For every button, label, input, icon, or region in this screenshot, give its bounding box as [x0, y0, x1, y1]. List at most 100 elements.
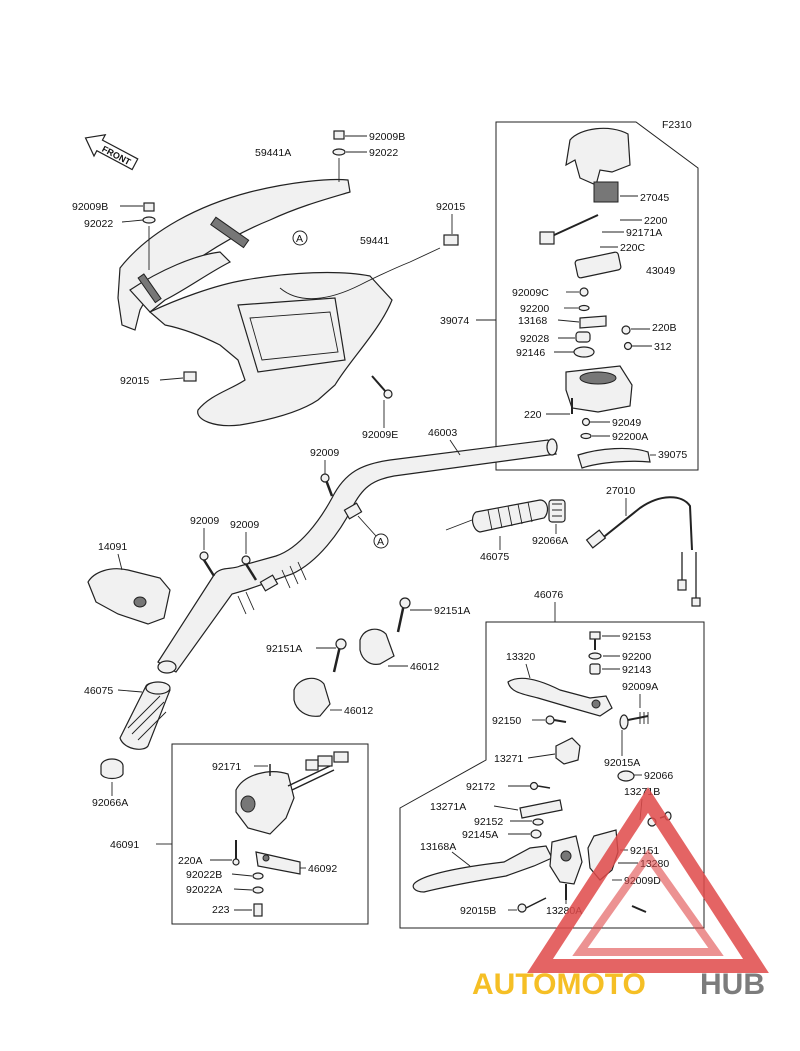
label-223: 223 [212, 904, 230, 916]
lever-13168A [412, 845, 553, 893]
label-92009E: 92009E [362, 429, 398, 441]
switch-housing-46091 [235, 751, 349, 835]
label-39075: 39075 [658, 449, 687, 461]
ref-marker-lower-label: A [377, 536, 384, 548]
washer-92022B [252, 872, 264, 880]
label-46076: 46076 [534, 589, 563, 601]
label-13320: 13320 [506, 651, 535, 663]
label-92009-c: 92009 [230, 519, 259, 531]
diagram-code: F2310 [662, 119, 692, 131]
label-220: 220 [524, 409, 542, 421]
label-92015B: 92015B [460, 905, 496, 917]
switch-13271 [555, 737, 581, 765]
label-13168: 13168 [518, 315, 547, 327]
watermark-text-accent: AUTOMOTO [472, 968, 646, 1001]
label-59441A: 59441A [255, 147, 291, 159]
label-13271A: 13271A [430, 801, 466, 813]
bolt-92150 [545, 715, 567, 725]
end-cap-92066 [617, 770, 635, 782]
label-220C: 220C [620, 242, 646, 254]
label-92151A-left: 92151A [266, 643, 302, 655]
label-92009B-left: 92009B [72, 201, 108, 213]
label-92171: 92171 [212, 761, 241, 773]
label-92152: 92152 [474, 816, 503, 828]
label-92066A-mid: 92066A [532, 535, 568, 547]
label-92049: 92049 [612, 417, 641, 429]
label-92066: 92066 [644, 770, 673, 782]
label-92151A-right: 92151A [434, 605, 470, 617]
switch-housing-27045 [565, 127, 631, 203]
label-92066A-left: 92066A [92, 797, 128, 809]
bolt-92009-b [199, 551, 216, 577]
label-92009-a: 92009 [310, 447, 339, 459]
switch-cable [539, 214, 599, 245]
throttle-cable-27010 [585, 496, 701, 607]
label-92145A: 92145A [462, 829, 498, 841]
screw-92172 [529, 781, 551, 791]
lower-cover-59441 [148, 271, 393, 427]
grip-46075-mid [445, 499, 549, 533]
label-92150: 92150 [492, 715, 521, 727]
watermark-triangle-icon [527, 787, 769, 973]
label-46003: 46003 [428, 427, 457, 439]
label-27045: 27045 [640, 192, 669, 204]
label-92009A: 92009A [622, 681, 658, 693]
label-92009B-top: 92009B [369, 131, 405, 143]
lever-holder-13280A [549, 835, 583, 900]
label-92171A: 92171A [626, 227, 662, 239]
screw-223 [253, 903, 263, 917]
assembly-box-39074 [495, 121, 699, 471]
label-46012-left: 46012 [344, 705, 373, 717]
label-92022-left: 92022 [84, 218, 113, 230]
ref-marker-upper [292, 230, 308, 246]
label-92146: 92146 [516, 347, 545, 359]
label-46091: 46091 [110, 839, 139, 851]
upper-cover-59441A [117, 178, 351, 331]
end-cap-92066A-left [100, 758, 124, 780]
label-92151: 92151 [630, 845, 659, 857]
label-27010: 27010 [606, 485, 635, 497]
label-14091: 14091 [98, 541, 127, 553]
label-92200A: 92200A [612, 431, 648, 443]
label-39074: 39074 [440, 315, 469, 327]
grip-46075-left [119, 681, 171, 750]
screw-92015B [517, 897, 647, 913]
watermark-text-dark: HUB [700, 968, 765, 1001]
adjuster-92015A [619, 712, 649, 730]
bolt-92009-a [320, 473, 334, 497]
cable-guide-39075 [577, 447, 651, 469]
label-92172: 92172 [466, 781, 495, 793]
cover-43049 [574, 251, 622, 279]
label-92015-left: 92015 [120, 375, 149, 387]
clip-92015-top [443, 234, 459, 246]
cover-14091 [87, 568, 171, 625]
label-92015A: 92015A [604, 757, 640, 769]
label-92143: 92143 [622, 664, 651, 676]
ref-marker-lower [373, 533, 389, 549]
end-cap-92066A-mid [548, 499, 566, 523]
label-13271B: 13271B [624, 786, 660, 798]
holder-46012-right [359, 597, 411, 665]
holder-46012-left [293, 638, 347, 717]
label-92009-b: 92009 [190, 515, 219, 527]
front-arrow-icon: FRONT [84, 134, 139, 171]
label-13168A: 13168A [420, 841, 456, 853]
label-46075-mid: 46075 [480, 551, 509, 563]
label-220B: 220B [652, 322, 677, 334]
bracket-46092 [255, 851, 301, 875]
throttle-pulley-parts [565, 287, 633, 440]
watermark-logo: AUTOMOTO HUB [472, 787, 769, 1001]
label-92153: 92153 [622, 631, 651, 643]
label-59441: 59441 [360, 235, 389, 247]
cover-cable [279, 247, 441, 300]
label-92009C: 92009C [512, 287, 549, 299]
label-92022-top: 92022 [369, 147, 398, 159]
bracket-13271A [519, 799, 563, 819]
label-92022B: 92022B [186, 869, 222, 881]
label-92015-top: 92015 [436, 201, 465, 213]
label-92200: 92200 [520, 303, 549, 315]
label-46092: 46092 [308, 863, 337, 875]
label-46012-right: 46012 [410, 661, 439, 673]
